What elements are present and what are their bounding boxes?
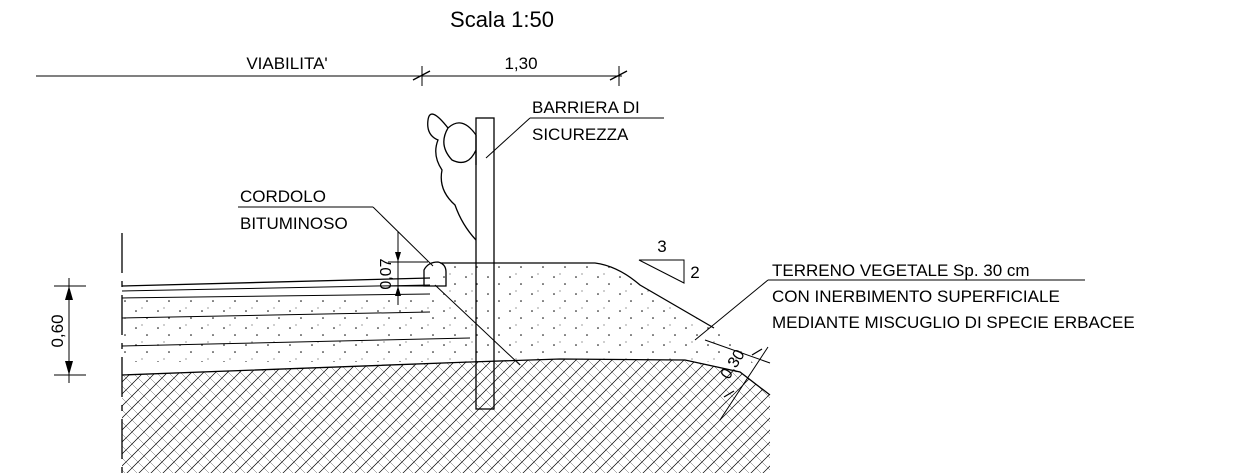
bituminous-curb [423, 261, 447, 287]
slope-vertical-label: 3 [657, 237, 666, 256]
depth-label: 0,60 [48, 314, 67, 347]
topsoil-label-line3: MEDIANTE MISCUGLIO DI SPECIE ERBACEE [772, 313, 1135, 332]
embankment-fill [440, 263, 755, 365]
slope-triangle [638, 259, 685, 284]
barrier-leader [485, 117, 531, 159]
topsoil-leader [694, 279, 769, 341]
guardrail-profile [427, 113, 477, 241]
curb-label-line2: BITUMINOSO [240, 214, 348, 233]
topsoil-thickness-dimension [704, 339, 771, 421]
curb-height-label: 0,07 [378, 258, 395, 289]
scale-title: Scala 1:50 [450, 7, 554, 32]
topsoil-label-line1: TERRENO VEGETALE Sp. 30 cm [772, 261, 1030, 280]
slope-horizontal-label: 2 [690, 263, 699, 282]
curb-height-dimension [388, 232, 428, 305]
road-width-label: VIABILITA' [246, 54, 327, 73]
pavement-layers [121, 277, 471, 362]
topsoil-label-line2: CON INERBIMENTO SUPERFICIALE [772, 287, 1060, 306]
top-dimension-line [36, 66, 628, 86]
barrier-label-line2: SICUREZZA [532, 125, 629, 144]
depth-dimension [54, 278, 86, 383]
barrier-label-line1: BARRIERA DI [532, 98, 640, 117]
embankment-lower-edge [434, 284, 521, 366]
shoulder-width-label: 1,30 [504, 54, 537, 73]
barrier-post [475, 117, 495, 410]
curb-label-line1: CORDOLO [240, 187, 326, 206]
curb-leader [372, 206, 434, 267]
natural-ground-hatch [122, 359, 770, 473]
embankment-top-line [440, 262, 715, 329]
